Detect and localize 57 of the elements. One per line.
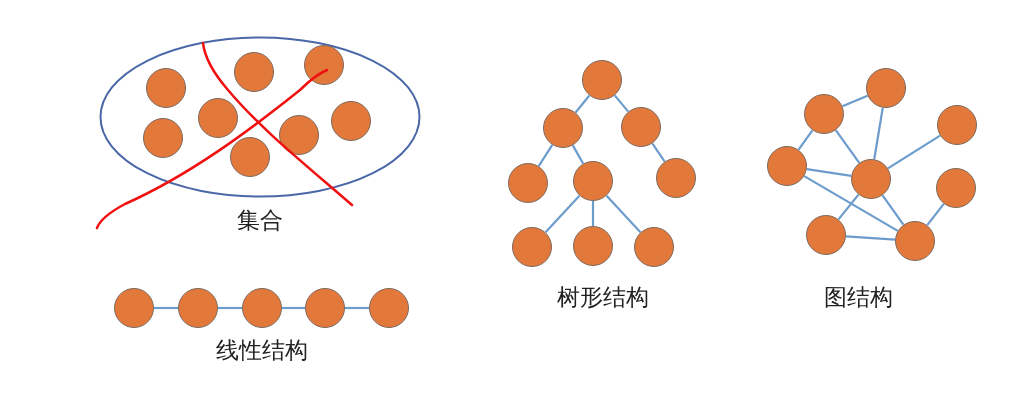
circle-node	[234, 52, 274, 92]
circle-node	[543, 108, 583, 148]
connector-line	[837, 193, 860, 221]
connector-line	[574, 94, 591, 114]
connector-line	[154, 306, 178, 310]
circle-node	[146, 68, 186, 108]
connector-line	[537, 144, 554, 167]
circle-node	[304, 45, 344, 85]
connector-line	[613, 94, 630, 113]
connector-line	[834, 129, 861, 164]
circle-node	[512, 227, 552, 267]
circle-node	[143, 118, 183, 158]
circle-node	[895, 221, 935, 261]
connector-line	[345, 306, 369, 310]
caption-text: 集合	[237, 206, 283, 234]
circle-node	[804, 94, 844, 134]
circle-node	[866, 68, 906, 108]
circle-node	[573, 161, 613, 201]
circle-node	[305, 288, 345, 328]
circle-node	[936, 168, 976, 208]
circle-node	[806, 215, 846, 255]
circle-node	[634, 227, 674, 267]
caption-text: 线性结构	[216, 336, 308, 364]
circle-node	[279, 115, 319, 155]
connector-line	[591, 201, 595, 226]
connector-line	[218, 306, 242, 310]
circle-node	[767, 146, 807, 186]
circle-node	[114, 288, 154, 328]
circle-node	[621, 107, 661, 147]
connector-line	[842, 94, 868, 108]
circle-node	[508, 163, 548, 203]
circle-node	[242, 288, 282, 328]
caption-text: 图结构	[823, 283, 893, 311]
circle-node	[851, 159, 891, 199]
connector-line	[797, 129, 814, 151]
connector-line	[806, 167, 852, 178]
connector-line	[873, 107, 884, 160]
circle-node	[230, 137, 270, 177]
connector-line	[605, 194, 642, 234]
circle-node	[573, 226, 613, 266]
connector-line	[887, 134, 941, 170]
connector-line	[282, 306, 305, 310]
connector-line	[571, 144, 585, 165]
circle-node	[331, 101, 371, 141]
connector-line	[651, 142, 666, 163]
circle-node	[198, 98, 238, 138]
circle-node	[369, 288, 409, 328]
circle-node	[178, 288, 218, 328]
circle-node	[582, 60, 622, 100]
circle-node	[656, 158, 696, 198]
circle-node	[937, 105, 977, 145]
connector-line	[845, 235, 896, 241]
connector-line	[926, 203, 945, 226]
connector-line	[803, 175, 899, 232]
connector-line	[881, 194, 905, 226]
caption-text: 树形结构	[557, 283, 649, 311]
connector-line	[544, 194, 581, 234]
